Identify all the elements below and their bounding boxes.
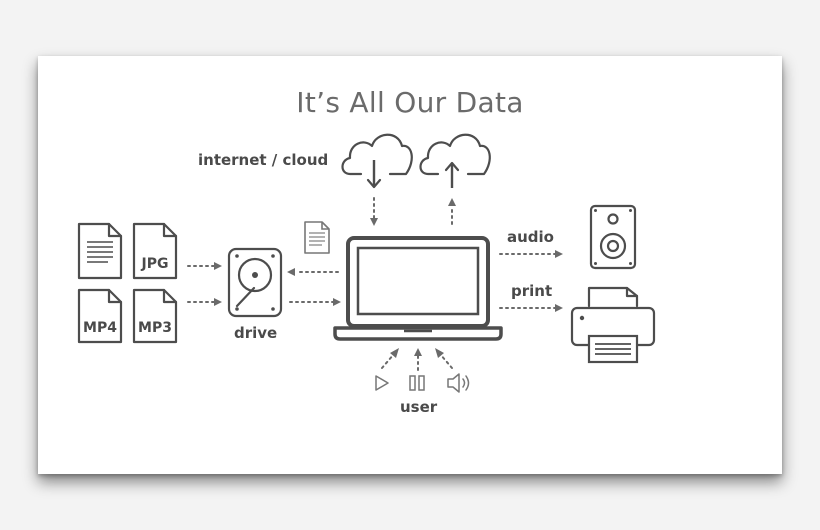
user-input-arrow-center [414, 348, 422, 371]
drive-label: drive [234, 324, 278, 342]
mp3-file-icon: MP3 [132, 288, 178, 344]
drive-to-laptop-arrow [289, 298, 341, 306]
printer-icon [570, 286, 656, 364]
laptop-to-drive-arrow [287, 268, 339, 276]
slide-card: It’s All Our Data internet / cloud drive… [38, 56, 782, 474]
user-input-arrow-right [435, 348, 453, 369]
user-label: user [400, 398, 438, 416]
hard-drive-icon [227, 247, 283, 318]
laptop-icon [333, 236, 503, 341]
mp3-file-label: MP3 [138, 320, 172, 336]
mp4-file-label: MP4 [83, 320, 117, 336]
jpg-file-icon: JPG [132, 222, 178, 280]
laptop-to-cloud-arrow [448, 198, 456, 225]
data-flow-diagram: JPG MP4 MP3 [77, 133, 656, 393]
speaker-icon [589, 204, 637, 270]
user-input-arrow-left [381, 348, 399, 369]
print-label: print [511, 282, 553, 300]
pause-icon [409, 375, 425, 391]
laptop-to-printer-arrow [499, 304, 563, 312]
laptop-to-speaker-arrow [499, 250, 563, 258]
small-document-icon [304, 221, 330, 254]
audio-label: audio [507, 228, 554, 246]
jpg-file-label: JPG [141, 256, 169, 272]
volume-icon [447, 373, 470, 393]
slide-title: It’s All Our Data [296, 86, 524, 119]
cloud-download-icon [341, 133, 413, 189]
files-to-drive-arrow-top [187, 262, 222, 270]
cloud-upload-icon [419, 133, 491, 188]
internet-cloud-label: internet / cloud [198, 151, 329, 169]
mp4-file-icon: MP4 [77, 288, 123, 344]
document-file-icon [77, 222, 123, 280]
files-to-drive-arrow-bottom [187, 298, 222, 306]
cloud-to-laptop-arrow [370, 197, 378, 226]
play-icon [375, 375, 389, 391]
